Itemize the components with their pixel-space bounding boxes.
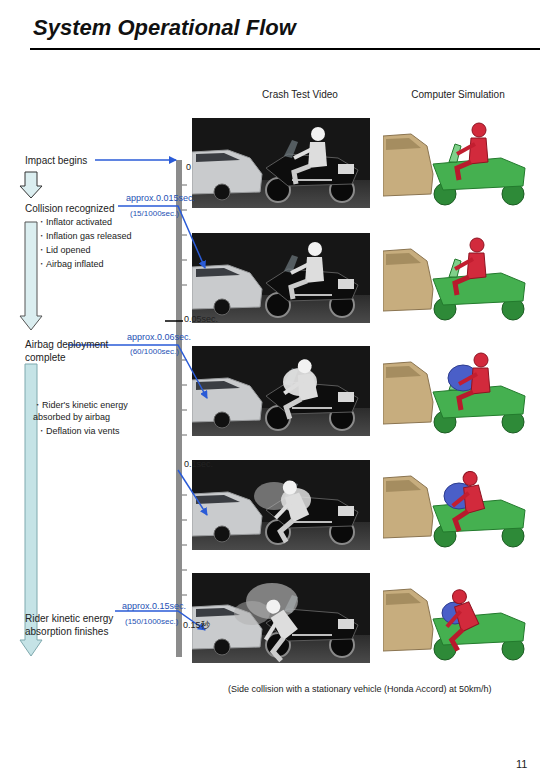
time-note: approx.0.015sec.	[126, 193, 195, 205]
leader-line	[95, 159, 176, 161]
column-header: Crash Test Video	[240, 88, 360, 101]
simulation-frame	[383, 346, 533, 436]
leader-lines	[68, 160, 207, 630]
time-note: (15/1000sec.)	[130, 209, 179, 219]
crash-photo	[192, 573, 370, 663]
event-label: Collision recognized	[25, 202, 115, 215]
leader-line	[68, 345, 207, 398]
time-mark: 0.15秒	[183, 620, 210, 632]
time-mark: 0.05sec.	[184, 314, 218, 326]
bullet-item: ・Inflation gas released	[37, 231, 132, 243]
figure-caption: (Side collision with a stationary vehicl…	[228, 684, 492, 696]
event-label: Impact begins	[25, 154, 87, 167]
bullet-item: ・Inflator activated	[37, 217, 112, 229]
timeline-bar	[176, 160, 182, 657]
time-note: approx.0.15sec.	[122, 601, 186, 613]
crash-photo	[192, 118, 370, 208]
bullet-item: ・Airbag inflated	[37, 259, 104, 271]
time-mark: 0.1sec.	[184, 459, 213, 471]
time-note: (150/1000sec.)	[125, 617, 178, 627]
bullet-item: ・Rider's kinetic energy absorbed by airb…	[33, 400, 158, 423]
simulation-frame	[383, 233, 533, 323]
crash-photo	[192, 233, 370, 323]
bullet-item: ・Deflation via vents	[37, 426, 120, 438]
simulation-frame	[383, 460, 533, 550]
time-mark: 0	[186, 162, 191, 174]
title-rule	[30, 48, 540, 50]
column-header: Computer Simulation	[398, 88, 518, 101]
event-label: Airbag deployment complete	[25, 338, 125, 364]
page-number: 11	[516, 757, 527, 771]
smoke	[234, 601, 270, 625]
crash-photo	[192, 460, 370, 550]
timeline-ticks	[182, 185, 187, 595]
simulation-frame	[383, 573, 533, 663]
event-label: Rider kinetic energy absorption finishes	[25, 612, 125, 638]
time-note: (60/1000sec.)	[130, 347, 179, 357]
bullet-item: ・Lid opened	[37, 245, 91, 257]
leader-line	[178, 470, 207, 515]
time-tick	[165, 320, 183, 322]
simulation-frame	[383, 118, 533, 208]
time-note: approx.0.06sec.	[127, 332, 191, 344]
flow-arrow	[20, 172, 42, 198]
crash-photo	[192, 346, 370, 436]
slide-title: System Operational Flow	[33, 14, 296, 43]
